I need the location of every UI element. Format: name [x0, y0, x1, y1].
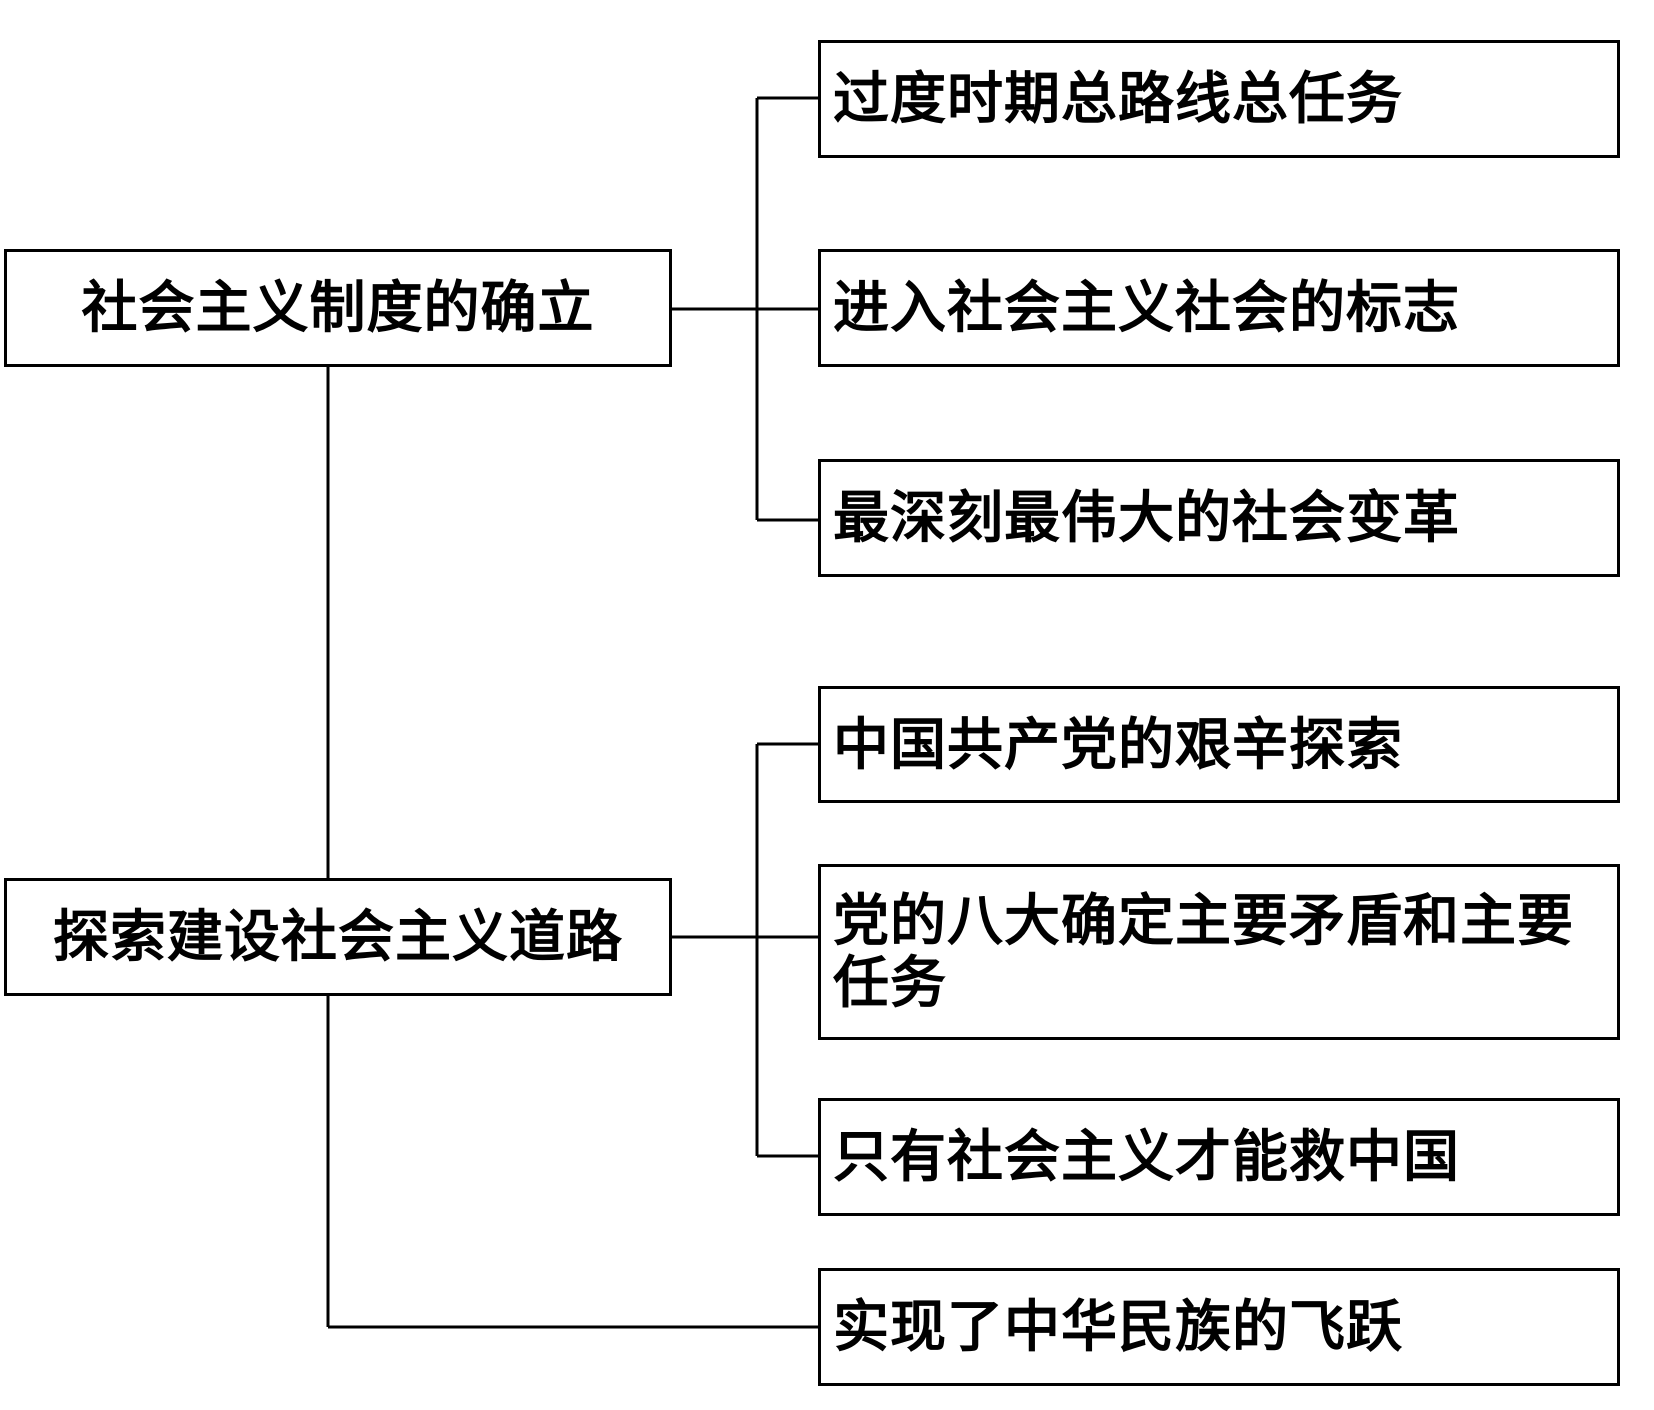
node-label: 党的八大确定主要矛盾和主要任务	[833, 888, 1574, 1016]
node-label: 过度时期总路线总任务	[833, 66, 1403, 132]
node-party-exploration: 中国共产党的艰辛探索	[818, 686, 1620, 803]
node-greatest-social-change: 最深刻最伟大的社会变革	[818, 459, 1620, 577]
node-only-socialism-saves-china: 只有社会主义才能救中国	[818, 1098, 1620, 1216]
node-transition-general-line: 过度时期总路线总任务	[818, 40, 1620, 158]
node-socialist-system-established: 社会主义制度的确立	[4, 249, 672, 367]
node-national-leap: 实现了中华民族的飞跃	[818, 1268, 1620, 1386]
node-label: 实现了中华民族的飞跃	[833, 1294, 1403, 1360]
node-label: 最深刻最伟大的社会变革	[833, 485, 1460, 551]
node-label: 探索建设社会主义道路	[53, 904, 623, 970]
node-explore-socialist-road: 探索建设社会主义道路	[4, 878, 672, 996]
node-label: 只有社会主义才能救中国	[833, 1124, 1460, 1190]
node-label: 中国共产党的艰辛探索	[833, 711, 1403, 778]
node-eighth-congress: 党的八大确定主要矛盾和主要任务	[818, 864, 1620, 1040]
node-socialist-society-mark: 进入社会主义社会的标志	[818, 249, 1620, 367]
node-label: 社会主义制度的确立	[81, 275, 595, 341]
node-label: 进入社会主义社会的标志	[833, 275, 1460, 341]
